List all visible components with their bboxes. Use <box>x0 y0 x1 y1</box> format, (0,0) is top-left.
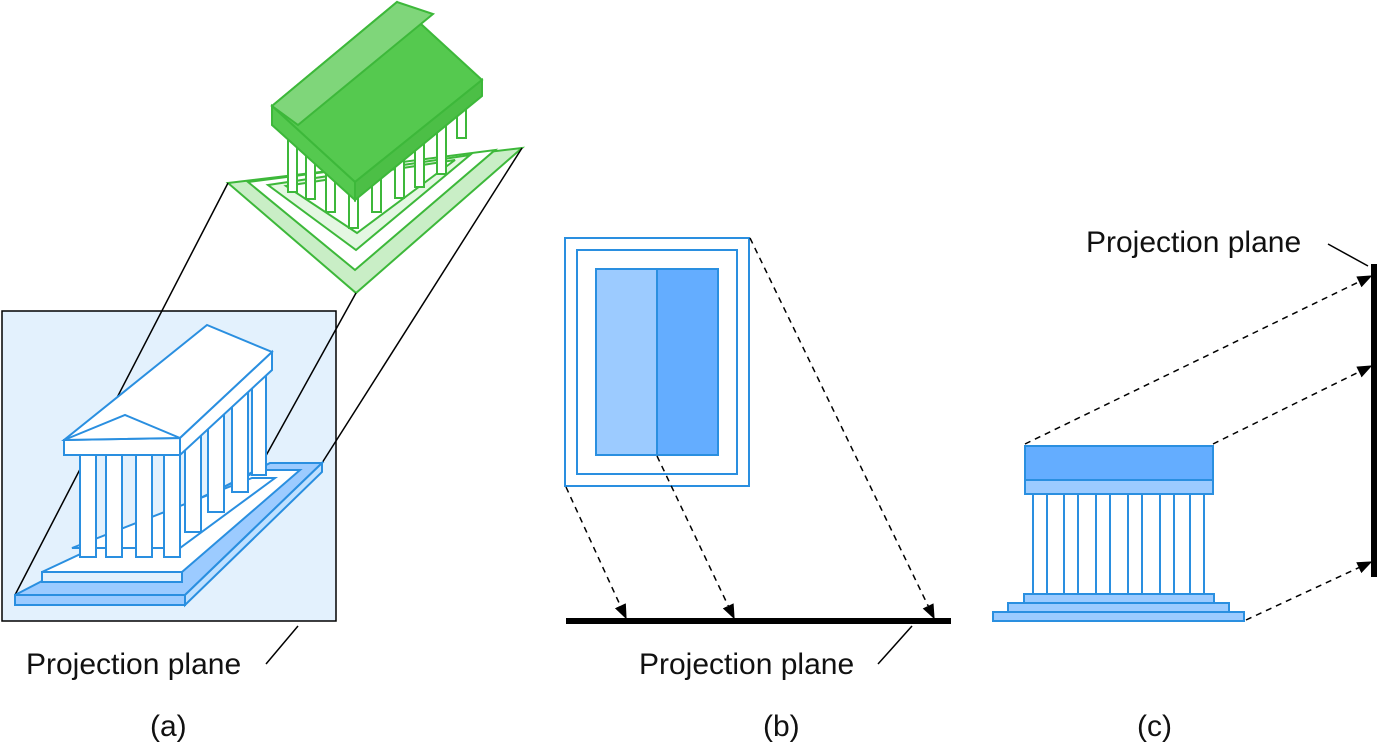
panel-c <box>992 243 1377 622</box>
caption-c: (c) <box>1137 710 1172 743</box>
green-temple <box>225 0 526 295</box>
caption-a: (a) <box>150 710 187 743</box>
caption-b: (b) <box>763 710 800 743</box>
front-view-temple <box>992 445 1245 622</box>
plane-label-b: Projection plane <box>639 648 855 681</box>
leader-b <box>877 625 913 665</box>
panel-a <box>1 0 526 665</box>
plane-label-a: Projection plane <box>26 648 242 681</box>
leader-a <box>265 625 299 665</box>
top-view-temple <box>564 237 750 487</box>
leader-c <box>1327 243 1369 267</box>
panel-b <box>564 237 951 665</box>
blue-temple <box>14 323 325 608</box>
plane-label-c: Projection plane <box>1086 226 1302 259</box>
projector-lines-c <box>1024 275 1373 621</box>
projector-lines-b <box>565 237 935 620</box>
